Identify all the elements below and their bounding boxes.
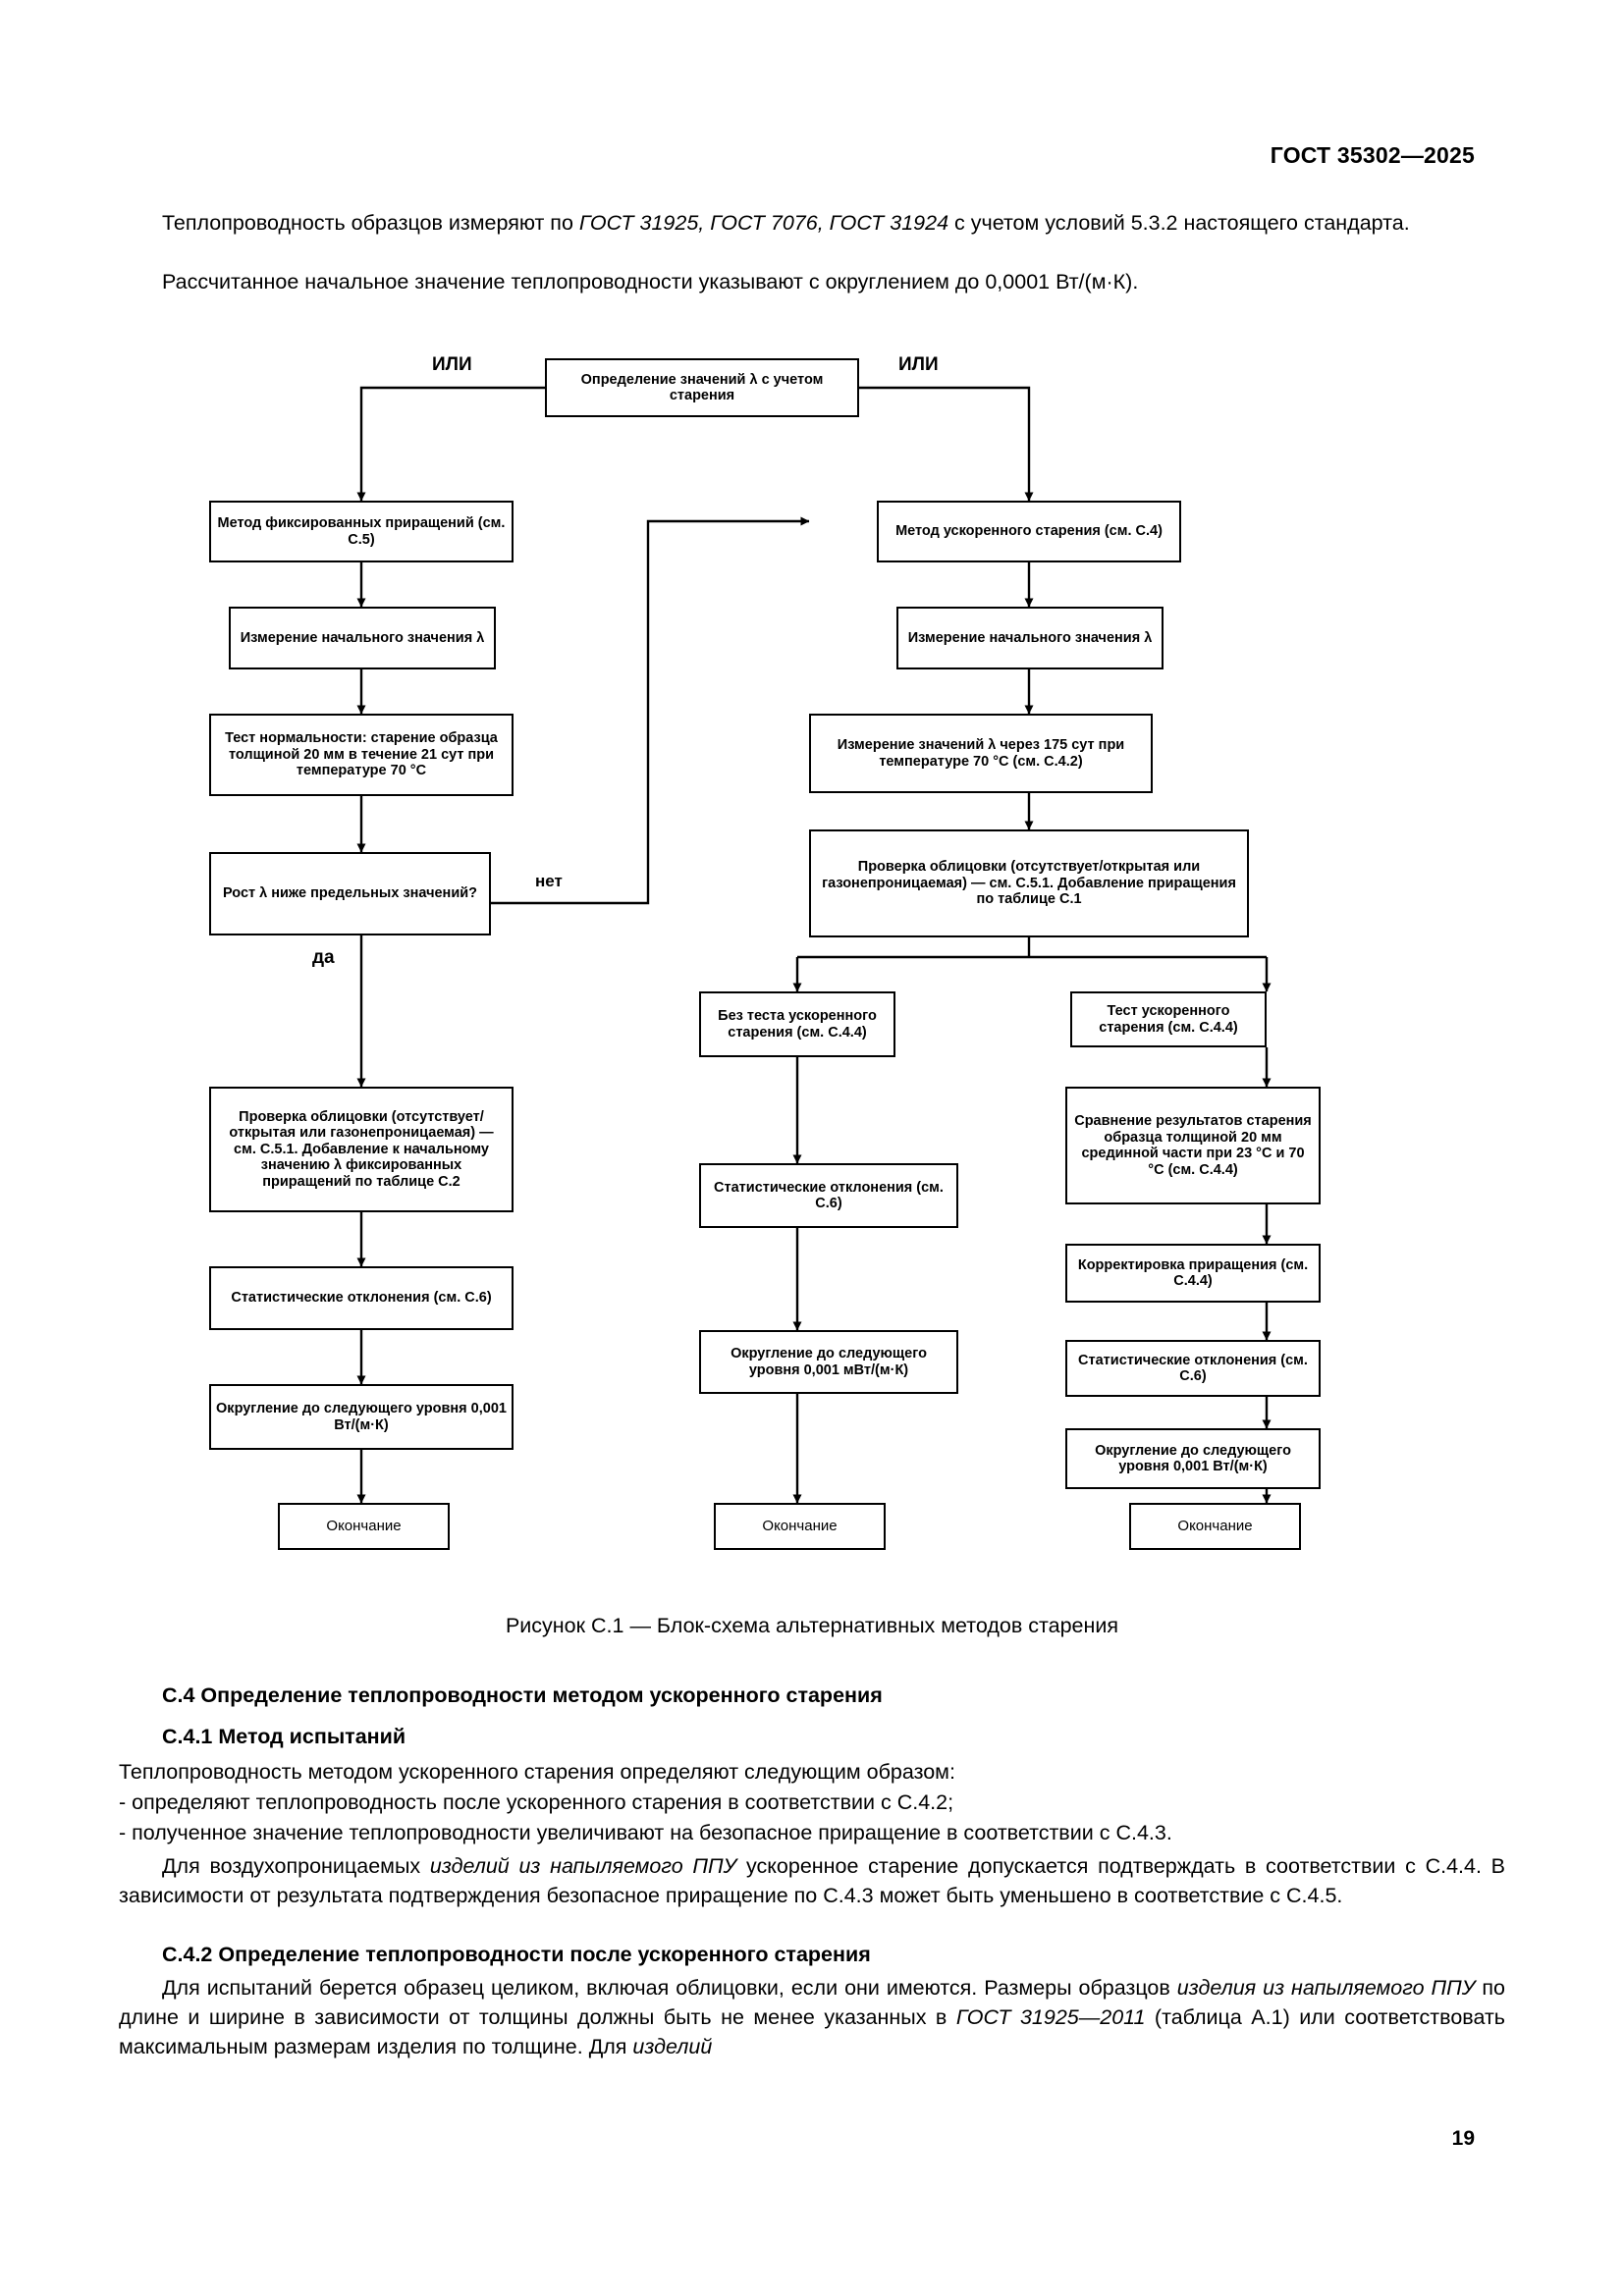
heading-c41: C.4.1 Метод испытаний bbox=[162, 1725, 406, 1748]
heading-c42: C.4.2 Определение теплопроводности после… bbox=[162, 1943, 871, 1966]
c41-list-item-2: - полученное значение теплопроводности у… bbox=[119, 1821, 1172, 1844]
node-round-right[interactable]: Округление до следующего уровня 0,001 Вт… bbox=[1065, 1428, 1321, 1489]
intro-paragraph-1: Теплопроводность образцов измеряют по ГО… bbox=[119, 208, 1505, 238]
node-statistical-deviations-left[interactable]: Статистические отклонения (см. C.6) bbox=[209, 1266, 514, 1330]
node-initial-lambda-right[interactable]: Измерение начального значения λ bbox=[896, 607, 1164, 669]
c41-paragraph: Для воздухопроницаемых изделий из напыля… bbox=[119, 1851, 1505, 1910]
c41-lead-text: Теплопроводность методом ускоренного ста… bbox=[119, 1760, 955, 1784]
label-branch-yes: да bbox=[312, 947, 335, 968]
c42-para-part-a: Для испытаний берется образец целиком, в… bbox=[162, 1976, 1177, 2000]
c41-para-part-b: ускоренное старение допускается подтверж… bbox=[119, 1854, 1506, 1907]
c42-para-italic-3: изделий bbox=[632, 2035, 713, 2058]
node-round-middle[interactable]: Округление до следующего уровня 0,001 мВ… bbox=[699, 1330, 958, 1394]
flowchart-connectors bbox=[356, 386, 1272, 1504]
node-accelerated-aging-test[interactable]: Тест ускоренного старения (см. C.4.4) bbox=[1070, 991, 1267, 1047]
node-end-left[interactable]: Окончание bbox=[278, 1503, 450, 1550]
flowchart-aging-methods: Определение значений λ с учетом старения… bbox=[0, 348, 1624, 1605]
page-header-standard-number: ГОСТ 35302—2025 bbox=[1270, 142, 1475, 168]
c41-para-part-a: Для воздухопроницаемых bbox=[162, 1854, 430, 1878]
node-measure-lambda-175-days[interactable]: Измерение значений λ через 175 сут при т… bbox=[809, 714, 1153, 793]
node-increment-correction[interactable]: Корректировка приращения (см. C.4.4) bbox=[1065, 1244, 1321, 1303]
heading-c4: C.4 Определение теплопроводности методом… bbox=[162, 1683, 883, 1707]
node-end-middle[interactable]: Окончание bbox=[714, 1503, 886, 1550]
figure-caption: Рисунок С.1 — Блок-схема альтернативных … bbox=[505, 1614, 1119, 1637]
node-fixed-increments-method[interactable]: Метод фиксированных приращений (см. C.5) bbox=[209, 501, 514, 562]
label-or-left: ИЛИ bbox=[432, 354, 472, 375]
intro-paragraph-2: Рассчитанное начальное значение теплопро… bbox=[162, 270, 1139, 294]
c42-para-italic-1: изделия из напыляемого ППУ bbox=[1176, 1976, 1476, 2000]
label-or-right: ИЛИ bbox=[898, 354, 939, 375]
node-facing-check-right[interactable]: Проверка облицовки (отсутствует/открытая… bbox=[809, 829, 1249, 937]
intro-p1-part-b: с учетом условий 5.3.2 настоящего станда… bbox=[948, 211, 1410, 235]
c42-para-part-c: (таблица А.1) или соответствовать максим… bbox=[119, 2005, 1505, 2058]
node-accelerated-aging-method[interactable]: Метод ускоренного старения (см. C.4) bbox=[877, 501, 1181, 562]
c42-paragraph: Для испытаний берется образец целиком, в… bbox=[119, 1973, 1505, 2061]
c41-list-item-1: - определяют теплопроводность после уско… bbox=[119, 1790, 954, 1814]
node-initial-lambda-left[interactable]: Измерение начального значения λ bbox=[229, 607, 496, 669]
node-statistical-deviations-middle[interactable]: Статистические отклонения (см. C.6) bbox=[699, 1163, 958, 1228]
label-branch-no: нет bbox=[535, 872, 563, 890]
node-compare-aging-results[interactable]: Сравнение результатов старения образца т… bbox=[1065, 1087, 1321, 1204]
node-determine-lambda-with-aging[interactable]: Определение значений λ с учетом старения bbox=[545, 358, 859, 417]
page-number: 19 bbox=[1451, 2127, 1475, 2150]
node-decision-lambda-below-limits[interactable]: Рост λ ниже предельных значений? bbox=[209, 852, 491, 935]
node-round-left[interactable]: Округление до следующего уровня 0,001 Вт… bbox=[209, 1384, 514, 1450]
node-normality-test[interactable]: Тест нормальности: старение образца толщ… bbox=[209, 714, 514, 796]
c41-para-italic: изделий из напыляемого ППУ bbox=[429, 1854, 737, 1878]
node-facing-check-left[interactable]: Проверка облицовки (отсутствует/открытая… bbox=[209, 1087, 514, 1212]
c42-para-part-b: по длине и ширине в зависимости от толщи… bbox=[119, 1976, 1505, 2029]
node-statistical-deviations-right[interactable]: Статистические отклонения (см. C.6) bbox=[1065, 1340, 1321, 1397]
intro-p1-references: ГОСТ 31925, ГОСТ 7076, ГОСТ 31924 bbox=[578, 211, 949, 235]
c42-para-italic-2: ГОСТ 31925—2011 bbox=[955, 2005, 1146, 2029]
node-end-right[interactable]: Окончание bbox=[1129, 1503, 1301, 1550]
node-without-accelerated-aging-test[interactable]: Без теста ускоренного старения (см. C.4.… bbox=[699, 991, 895, 1057]
intro-p1-part-a: Теплопроводность образцов измеряют по bbox=[162, 211, 579, 235]
